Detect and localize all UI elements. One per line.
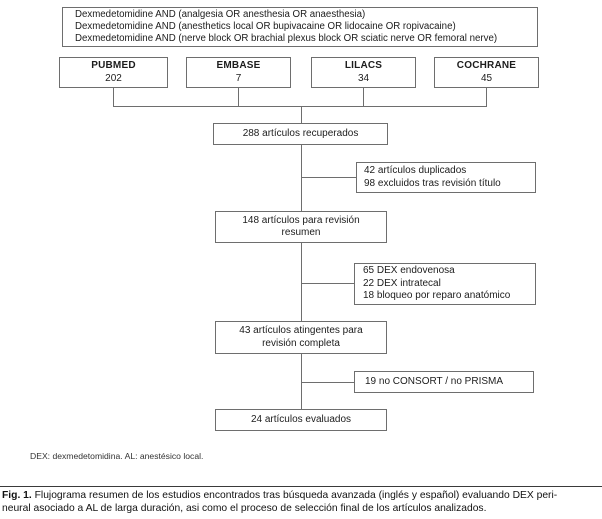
excluded-abstract-box: 65 DEX endovenosa 22 DEX intratecal 18 b…: [354, 263, 536, 305]
full-review-line: revisión completa: [262, 337, 340, 349]
retrieved-box: 288 artículos recuperados: [213, 123, 388, 145]
excluded-abstract-line: 65 DEX endovenosa: [363, 265, 455, 277]
caption-line-1: Fig. 1. Flujograma resumen de los estudi…: [2, 490, 602, 503]
connector-bus-horizontal: [113, 106, 487, 107]
caption-text-1: Flujograma resumen de los estudios encon…: [31, 490, 558, 501]
caption-text-2: neural asociado a AL de larga duración, …: [2, 502, 487, 514]
connector-stub-pubmed: [113, 88, 114, 106]
connector-branch-excluded-abstract: [301, 283, 354, 284]
excluded-title-line: 42 artículos duplicados: [364, 165, 467, 176]
retrieved-label: 288 artículos recuperados: [242, 127, 359, 139]
database-count: 7: [235, 72, 242, 84]
connector-abstract-to-full: [301, 243, 302, 321]
connector-branch-excluded-title: [301, 177, 356, 178]
excluded-full-label: 19 no CONSORT / no PRISMA: [365, 375, 504, 387]
connector-branch-excluded-full: [301, 382, 354, 383]
database-box-lilacs: LILACS 34: [311, 57, 416, 88]
database-name: EMBASE: [216, 60, 261, 71]
abbreviations-footnote: DEX: dexmedetomidina. AL: anestésico loc…: [30, 451, 204, 461]
excluded-abstract-line: 18 bloqueo por reparo anatómico: [363, 290, 511, 302]
search-query-line: Dexmedetomidine AND (analgesia OR anesth…: [75, 8, 366, 20]
full-review-line: 43 artículos atingentes para: [239, 325, 363, 336]
abstract-review-line: resumen: [281, 227, 321, 238]
final-box: 24 artículos evaluados: [215, 409, 387, 431]
database-count: 34: [357, 72, 370, 84]
connector-stub-lilacs: [363, 88, 364, 106]
database-count: 45: [480, 72, 493, 84]
final-label: 24 artículos evaluados: [250, 413, 352, 425]
search-query-line: Dexmedetomidine AND (nerve block OR brac…: [75, 33, 498, 45]
figure-caption: Fig. 1. Flujograma resumen de los estudi…: [2, 490, 602, 515]
database-box-embase: EMBASE 7: [186, 57, 291, 88]
abstract-review-line: 148 artículos para revisión: [242, 214, 360, 226]
caption-divider: [0, 486, 602, 487]
database-box-cochrane: COCHRANE 45: [434, 57, 539, 88]
search-query-box: Dexmedetomidine AND (analgesia OR anesth…: [62, 7, 538, 47]
caption-figure-label: Fig. 1.: [2, 490, 32, 501]
excluded-title-box: 42 artículos duplicados 98 excluidos tra…: [356, 162, 536, 193]
database-name: PUBMED: [91, 60, 136, 71]
excluded-full-box: 19 no CONSORT / no PRISMA: [354, 371, 534, 393]
connector-full-to-final: [301, 354, 302, 409]
abstract-review-box: 148 artículos para revisión resumen: [215, 211, 387, 243]
connector-retrieved-to-abstract: [301, 145, 302, 211]
database-count: 202: [105, 72, 122, 84]
caption-line-2: neural asociado a AL de larga duración, …: [2, 503, 602, 516]
connector-stub-cochrane: [486, 88, 487, 106]
database-name: LILACS: [344, 60, 383, 71]
connector-stub-embase: [238, 88, 239, 106]
search-query-line: Dexmedetomidine AND (anesthetics local O…: [75, 20, 456, 32]
full-review-box: 43 artículos atingentes para revisión co…: [215, 321, 387, 354]
database-box-pubmed: PUBMED 202: [59, 57, 168, 88]
database-name: COCHRANE: [456, 60, 517, 71]
excluded-title-line: 98 excluidos tras revisión título: [364, 177, 501, 189]
excluded-abstract-line: 22 DEX intratecal: [363, 277, 441, 289]
connector-drop-center: [301, 106, 302, 123]
